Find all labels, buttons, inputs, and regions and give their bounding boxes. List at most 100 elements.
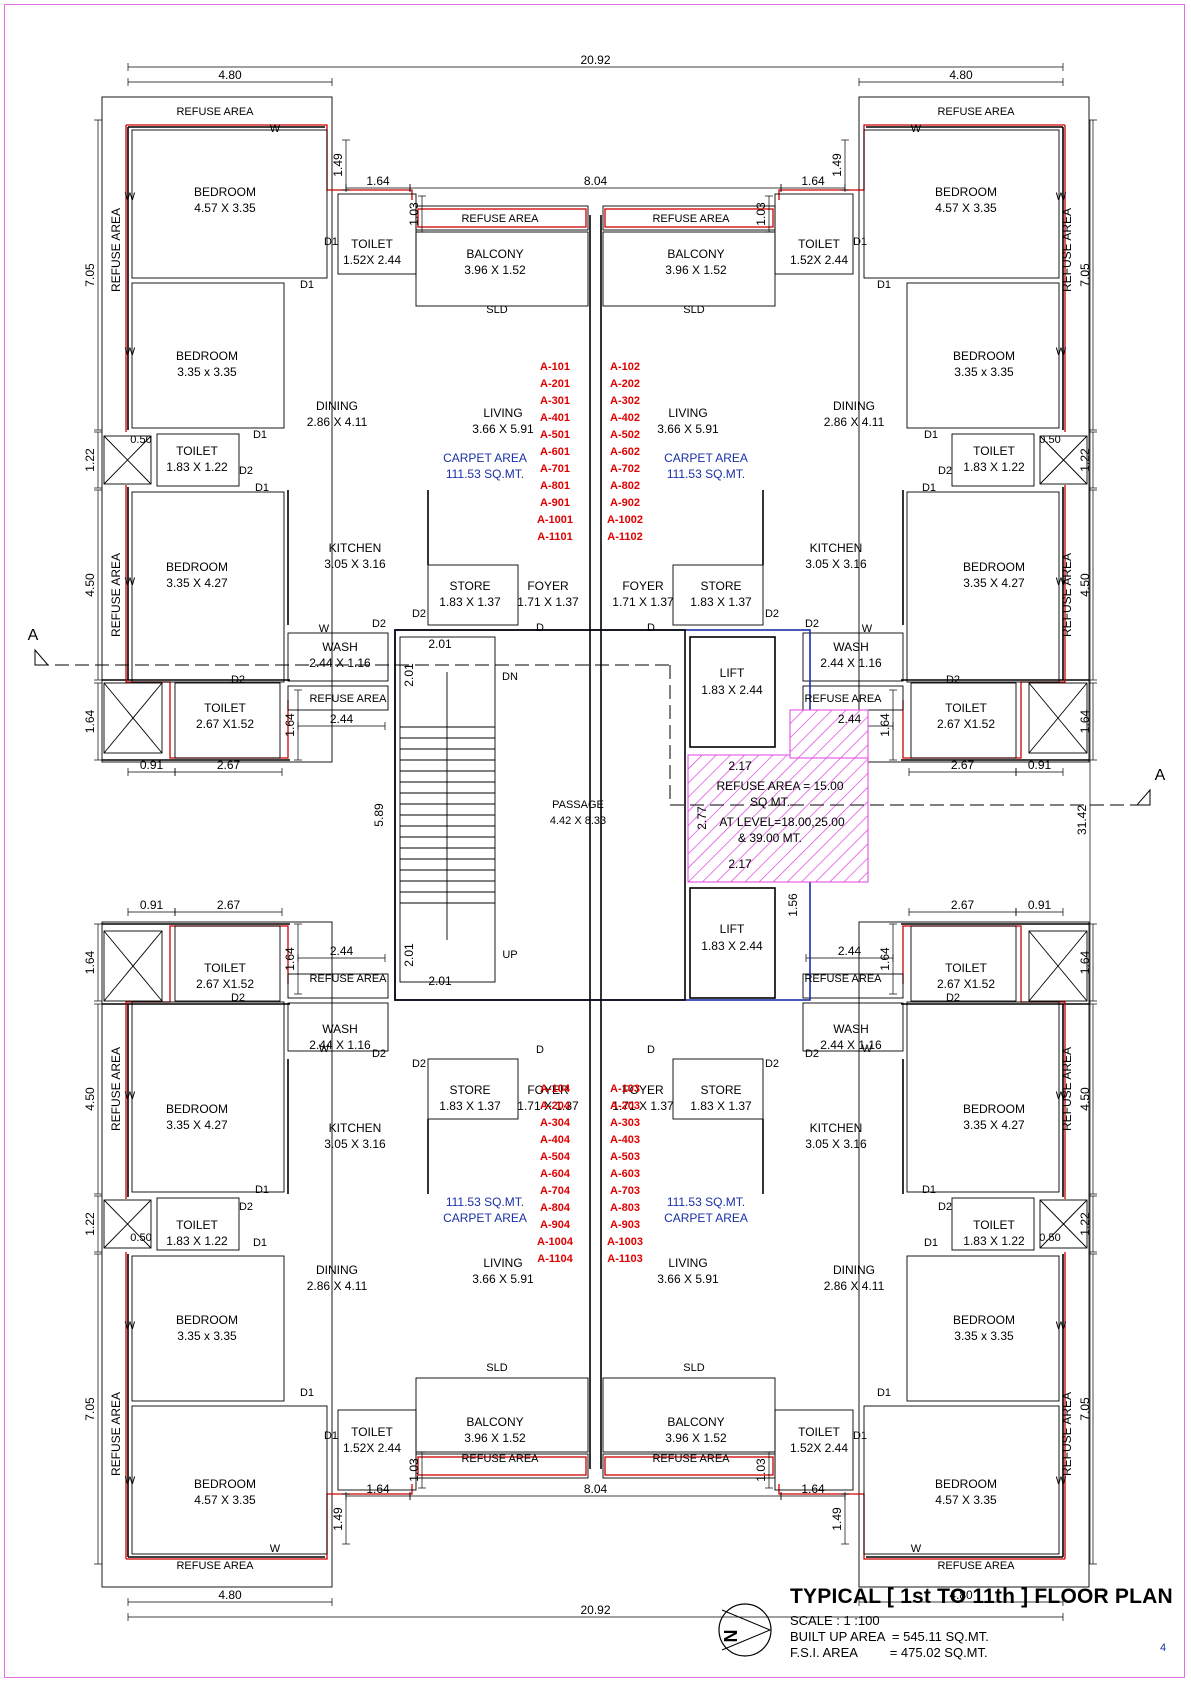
unit-number: A-404 bbox=[540, 1134, 571, 1146]
door-label: D2 bbox=[372, 1048, 386, 1060]
stair-box bbox=[399, 636, 496, 983]
window-label: W bbox=[270, 1543, 281, 1555]
kitchen-name: KITCHEN bbox=[810, 541, 863, 555]
toilet-master-size: 1.52X 2.44 bbox=[343, 253, 401, 267]
kitchen-size: 3.05 X 3.16 bbox=[805, 1137, 867, 1151]
window-label: W bbox=[1056, 191, 1067, 203]
refuse-area-label: REFUSE AREA bbox=[1060, 553, 1074, 637]
sld-label: SLD bbox=[683, 304, 704, 316]
dim-122: 1.22 bbox=[1078, 1212, 1092, 1236]
unit-number: A-502 bbox=[610, 429, 640, 441]
door-label: D2 bbox=[412, 608, 426, 620]
unit-number: A-702 bbox=[610, 463, 640, 475]
toilet-corner-box bbox=[174, 925, 281, 1002]
unit-number: A-302 bbox=[610, 395, 640, 407]
duct-box bbox=[1039, 435, 1088, 485]
bedroom-mid-size: 3.35 X 4.27 bbox=[963, 576, 1025, 590]
refuse-area-label: REFUSE AREA bbox=[937, 1560, 1015, 1572]
store-size: 1.83 X 1.37 bbox=[690, 595, 752, 609]
living-size: 3.66 X 5.91 bbox=[472, 1272, 534, 1286]
wash-name: WASH bbox=[833, 640, 869, 654]
dim-050: 0.50 bbox=[130, 1232, 151, 1244]
drawing-sheet bbox=[4, 4, 1185, 1678]
balcony-box bbox=[602, 1377, 776, 1453]
carpet-area-label: CARPET AREA bbox=[664, 451, 748, 465]
door-label: D1 bbox=[922, 482, 936, 494]
dim-217: 2.17 bbox=[728, 759, 752, 773]
unit-number: A-402 bbox=[610, 412, 640, 424]
unit-number: A-604 bbox=[540, 1168, 571, 1180]
refuse-strip-box bbox=[602, 1453, 776, 1479]
unit-number: A-401 bbox=[540, 412, 570, 424]
kitchen-size: 3.05 X 3.16 bbox=[805, 557, 867, 571]
wash-box bbox=[287, 632, 389, 682]
title-block: TYPICAL [ 1st TO 11th ] FLOOR PLAN SCALE… bbox=[790, 1585, 1180, 1661]
unit-number: A-104 bbox=[540, 1083, 571, 1095]
toilet-small-box bbox=[951, 1197, 1035, 1251]
window-label: W bbox=[319, 1043, 330, 1055]
toilet-small-box bbox=[156, 1197, 240, 1251]
sld-label: SLD bbox=[486, 1362, 507, 1374]
window-label: W bbox=[911, 123, 922, 135]
dining-name: DINING bbox=[833, 1263, 875, 1277]
door-label: D bbox=[647, 1044, 655, 1056]
duct-cross bbox=[103, 1199, 152, 1249]
refuse-area-label: REFUSE AREA bbox=[176, 1560, 254, 1572]
lift-top-name: LIFT bbox=[720, 666, 745, 680]
dim-050: 0.50 bbox=[130, 434, 151, 446]
toilet-small-box bbox=[951, 433, 1035, 487]
store-size: 1.83 X 1.37 bbox=[439, 1099, 501, 1113]
bedroom-small-name: BEDROOM bbox=[176, 349, 238, 363]
bedroom-mid-name: BEDROOM bbox=[166, 560, 228, 574]
door-label: D bbox=[536, 1044, 544, 1056]
duct-cross bbox=[1039, 1199, 1088, 1249]
unit-number: A-103 bbox=[610, 1083, 640, 1095]
door-label: D2 bbox=[412, 1058, 426, 1070]
built-up-area-text: BUILT UP AREA = 545.11 SQ.MT. bbox=[790, 1629, 989, 1644]
balcony-size: 3.96 X 1.52 bbox=[464, 263, 526, 277]
refuse-area-label: REFUSE AREA bbox=[109, 1047, 123, 1131]
bedroom-mid-name: BEDROOM bbox=[963, 560, 1025, 574]
unit-number: A-304 bbox=[540, 1117, 571, 1129]
dim-164-side: 1.64 bbox=[1078, 709, 1092, 733]
toilet-corner-name: TOILET bbox=[204, 961, 246, 975]
dim-wing-width: 4.80 bbox=[218, 1588, 242, 1602]
dim-wing-width: 4.80 bbox=[218, 68, 242, 82]
bedroom-mid-name: BEDROOM bbox=[963, 1102, 1025, 1116]
dining-size: 2.86 X 4.11 bbox=[824, 1279, 885, 1293]
dim-267: 2.67 bbox=[951, 758, 975, 772]
foyer-size: 1.71 X 1.37 bbox=[612, 595, 674, 609]
dim-103: 1.03 bbox=[407, 202, 421, 226]
lift-top-size: 1.83 X 2.44 bbox=[701, 683, 763, 697]
unit-number: A-203 bbox=[610, 1100, 640, 1112]
unit-number: A-904 bbox=[540, 1219, 571, 1231]
dim-149: 1.49 bbox=[331, 1507, 345, 1531]
dim-589: 5.89 bbox=[372, 803, 386, 827]
store-box bbox=[672, 564, 764, 626]
unit-number: A-601 bbox=[540, 446, 570, 458]
wash-name: WASH bbox=[322, 1022, 358, 1036]
dim-164-wash: 1.64 bbox=[878, 713, 892, 737]
lift-bottom-box bbox=[689, 887, 776, 999]
toilet-corner-box bbox=[174, 682, 281, 759]
bedroom-master-name: BEDROOM bbox=[935, 1477, 997, 1491]
dining-name: DINING bbox=[833, 399, 875, 413]
refuse-area-label: REFUSE AREA bbox=[937, 106, 1015, 118]
dim-091: 0.91 bbox=[140, 898, 164, 912]
dim-450: 4.50 bbox=[83, 573, 97, 597]
window-label: W bbox=[125, 1320, 136, 1332]
wing-outer-frame bbox=[101, 921, 333, 1588]
balcony-size: 3.96 X 1.52 bbox=[665, 1431, 727, 1445]
stair-down-label: DN bbox=[502, 671, 518, 683]
window-label: W bbox=[1056, 1320, 1067, 1332]
refuse-strip-red bbox=[417, 208, 587, 228]
door-label: D1 bbox=[877, 1387, 891, 1399]
bedroom-small-name: BEDROOM bbox=[953, 1313, 1015, 1327]
dim-164: 1.64 bbox=[366, 1482, 390, 1496]
living-size: 3.66 X 5.91 bbox=[657, 422, 719, 436]
dim-103: 1.03 bbox=[754, 202, 768, 226]
window-label: W bbox=[862, 1043, 873, 1055]
refuse-wash-box bbox=[287, 973, 389, 999]
unit-number: A-1002 bbox=[607, 514, 643, 526]
duct-box bbox=[1028, 682, 1088, 754]
